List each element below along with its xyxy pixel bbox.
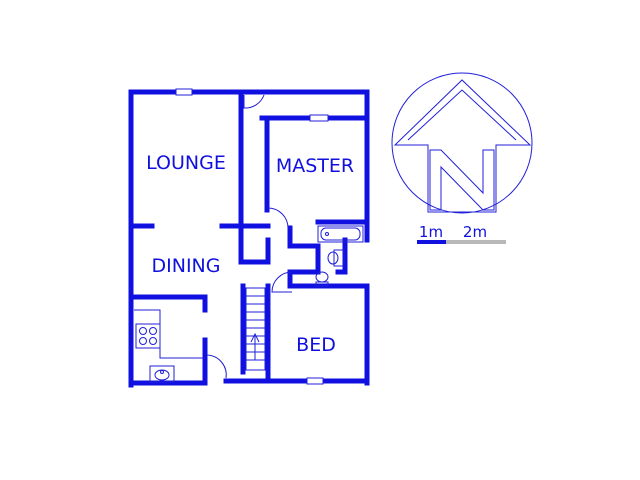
compass-circle — [391, 72, 533, 214]
room-label-bed: BED — [296, 334, 336, 356]
scale-segment-dark — [417, 240, 446, 244]
door-swing-icon — [267, 207, 289, 229]
arrow-outline-icon — [393, 79, 532, 213]
room-label-master: MASTER — [276, 155, 354, 177]
north-letter-icon — [429, 149, 495, 211]
door-swing-icon — [243, 94, 265, 109]
north-arrow-icon — [391, 72, 533, 214]
arrow-inner-icon — [407, 89, 517, 141]
scale-bar: 1m 2m — [417, 223, 506, 244]
door-swing-icon — [271, 271, 293, 293]
windows — [175, 88, 329, 385]
basin-icon — [327, 249, 345, 267]
sink-icon — [149, 365, 175, 383]
kitchen-counter — [134, 309, 205, 359]
stove-icon — [135, 323, 161, 349]
doors — [206, 94, 293, 379]
room-label-lounge: LOUNGE — [146, 152, 226, 174]
bathtub-icon — [317, 225, 364, 243]
scale-segment-light — [446, 240, 506, 244]
walls — [128, 89, 370, 388]
scale-label-1m: 1m — [419, 223, 443, 241]
window-icon — [309, 114, 329, 122]
door-swing-icon — [206, 354, 227, 379]
room-label-dining: DINING — [152, 255, 221, 277]
window-icon — [306, 377, 324, 385]
scale-label-2m: 2m — [463, 223, 487, 241]
toilet-icon — [315, 271, 329, 287]
staircase-icon — [245, 287, 266, 371]
window-icon — [175, 88, 193, 96]
